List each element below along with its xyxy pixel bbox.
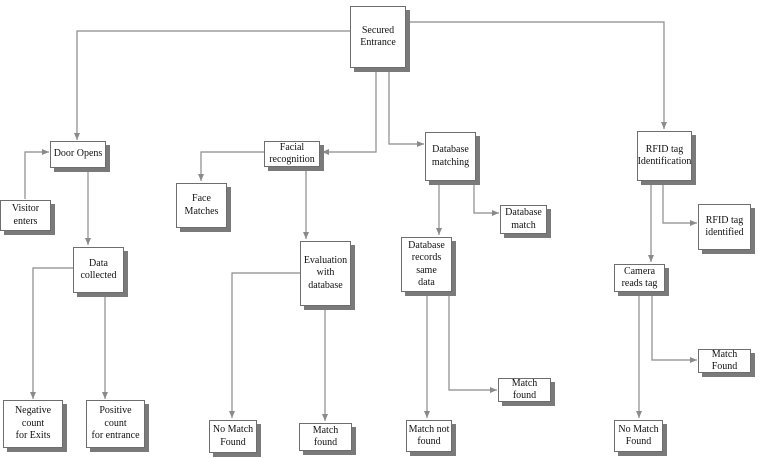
node-evaluation-database: Evaluation with database <box>300 241 351 306</box>
node-visitor-enters: Visitor enters <box>0 200 51 231</box>
edge-secured-dbm <box>388 68 424 147</box>
node-no-match-found-1: No Match Found <box>209 420 257 453</box>
node-label: Match not found <box>408 423 450 448</box>
node-label: Evaluation with database <box>303 254 348 291</box>
node-negative-count: Negative count for Exits <box>3 400 63 448</box>
node-match-not-found: Match not found <box>406 420 452 452</box>
node-database-match: Database match <box>500 205 547 234</box>
node-label: Positive count for entrance <box>91 405 140 442</box>
node-label: RFID tag Identification <box>637 143 692 168</box>
node-label: Secured Entrance <box>360 24 396 49</box>
node-label: Camera reads tag <box>621 265 658 290</box>
node-match-found-1: Match found <box>299 423 352 451</box>
edge-data-neg <box>30 267 73 399</box>
node-camera-reads-tag: Camera reads tag <box>614 264 665 292</box>
node-label: Negative count for Exits <box>14 405 52 442</box>
node-rfid-identification: RFID tag Identification <box>637 131 692 181</box>
edge-facial-face <box>198 151 264 181</box>
edge-secured-facial <box>322 68 377 155</box>
edge-secured-rfid <box>407 21 667 129</box>
edge-visitor-door <box>24 149 49 199</box>
edge-camera-match3 <box>651 292 697 363</box>
node-label: Match found <box>312 424 339 449</box>
node-match-found-2: Match found <box>498 378 551 402</box>
node-label: Door Opens <box>53 148 103 160</box>
edge-eval-nomatch1 <box>229 272 300 418</box>
node-label: Database match <box>505 207 542 231</box>
edge-dbrec-match2 <box>448 292 497 393</box>
node-label: Match Found <box>711 348 738 373</box>
node-label: Database matching <box>431 144 470 168</box>
edge-rfid-rfidid <box>662 181 697 226</box>
node-label: Match found <box>511 377 538 402</box>
node-label: No Match Found <box>618 423 659 448</box>
node-label: Visitor enters <box>11 203 40 227</box>
node-match-found-3: Match Found <box>698 349 751 373</box>
node-data-collected: Data collected <box>73 247 124 293</box>
node-positive-count: Positive count for entrance <box>86 400 145 448</box>
node-face-matches: Face Matches <box>176 183 227 228</box>
edge-secured-door <box>74 30 350 140</box>
node-rfid-identified: RFID tag identified <box>698 204 751 250</box>
node-label: No Match Found <box>212 424 254 448</box>
node-label: Database records same data <box>408 239 445 289</box>
edge-dbm-dbmatch <box>473 181 499 216</box>
node-database-matching: Database matching <box>425 132 476 181</box>
node-label: RFID tag identified <box>705 214 744 239</box>
node-label: Data collected <box>80 257 117 282</box>
node-door-opens: Door Opens <box>50 141 106 168</box>
node-label: Face Matches <box>184 193 219 217</box>
node-no-match-found-2: No Match Found <box>614 420 663 452</box>
node-secured-entrance: Secured Entrance <box>350 6 406 68</box>
node-database-records: Database records same data <box>401 237 452 292</box>
node-label: Facial recognition <box>269 141 315 166</box>
node-facial-recognition: Facial recognition <box>264 141 320 167</box>
